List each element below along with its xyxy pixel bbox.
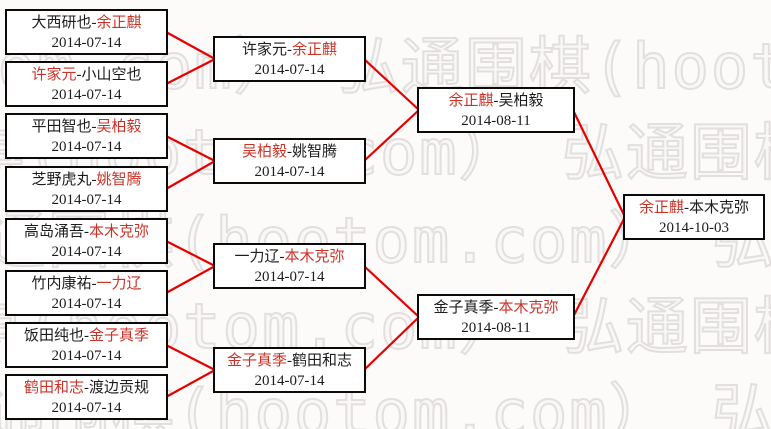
player-name: 余正麒 xyxy=(638,200,684,216)
match-box: 大西研也-余正麒 2014-07-14 xyxy=(5,9,168,55)
name-separator: - xyxy=(493,300,499,316)
connector-line xyxy=(165,160,216,190)
player-name: 本木克弥 xyxy=(689,200,750,216)
name-separator: - xyxy=(287,144,292,160)
match-date: 2014-07-14 xyxy=(51,139,122,155)
player-name: 芝野虎丸 xyxy=(31,172,92,188)
match-box: 鹤田和志-渡边贡规 2014-07-14 xyxy=(5,374,168,420)
player-name: 金子真季 xyxy=(226,353,287,369)
connector-line xyxy=(165,58,216,85)
match-date: 2014-07-14 xyxy=(254,373,325,389)
player-name: 吴柏毅 xyxy=(96,119,142,135)
name-separator: - xyxy=(91,119,97,135)
match-box: 一力辽-本木克弥 2014-07-14 xyxy=(213,243,366,289)
match-box: 余正麒-本木克弥 2014-10-03 xyxy=(623,194,765,240)
player-name: 渡边贡规 xyxy=(89,380,150,396)
player-name: 金子真季 xyxy=(433,300,494,316)
match-box: 平田智也-吴柏毅 2014-07-14 xyxy=(5,113,168,159)
name-separator: - xyxy=(279,249,285,265)
player-name: 本木克弥 xyxy=(498,300,559,316)
player-name: 许家元 xyxy=(241,42,287,58)
player-name: 一力辽 xyxy=(234,249,280,265)
name-separator: - xyxy=(84,380,89,396)
match-box: 饭田纯也-金子真季 2014-07-14 xyxy=(5,322,168,368)
match-date: 2014-08-11 xyxy=(461,113,531,129)
connector-line xyxy=(165,265,216,294)
name-separator: - xyxy=(84,224,89,240)
match-date: 2014-08-11 xyxy=(461,320,531,336)
connector-line xyxy=(363,58,420,111)
connector-line xyxy=(363,265,420,318)
connector-line xyxy=(165,31,216,60)
connector-line xyxy=(572,109,626,218)
match-date: 2014-07-14 xyxy=(51,35,122,51)
name-separator: - xyxy=(287,42,292,58)
match-date: 2014-07-14 xyxy=(51,348,122,364)
player-name: 高岛涌吾 xyxy=(23,224,84,240)
player-name: 本木克弥 xyxy=(89,224,150,240)
match-date: 2014-07-14 xyxy=(51,192,122,208)
match-box: 竹内康祐-一力辽 2014-07-14 xyxy=(5,270,168,316)
match-box: 高岛涌吾-本木克弥 2014-07-14 xyxy=(5,218,168,264)
name-separator: - xyxy=(84,328,89,344)
match-date: 2014-07-14 xyxy=(51,296,122,312)
name-separator: - xyxy=(493,93,499,109)
player-name: 平田智也 xyxy=(31,119,92,135)
player-name: 吴柏毅 xyxy=(241,144,287,160)
match-box: 许家元-小山空也 2014-07-14 xyxy=(5,61,168,107)
match-date: 2014-07-14 xyxy=(254,269,325,285)
player-name: 大西研也 xyxy=(31,15,92,31)
player-name: 本木克弥 xyxy=(284,249,345,265)
match-box: 金子真季-鹤田和志 2014-07-14 xyxy=(213,347,366,393)
player-name: 姚智腾 xyxy=(96,172,142,188)
player-name: 余正麒 xyxy=(96,15,142,31)
match-date: 2014-07-14 xyxy=(254,62,325,78)
name-separator: - xyxy=(76,67,82,83)
match-date: 2014-07-14 xyxy=(51,244,122,260)
player-name: 饭田纯也 xyxy=(23,328,84,344)
player-name: 小山空也 xyxy=(81,67,142,83)
player-name: 吴柏毅 xyxy=(498,93,544,109)
match-date: 2014-10-03 xyxy=(659,220,729,236)
name-separator: - xyxy=(287,353,292,369)
match-box: 吴柏毅-姚智腾 2014-07-14 xyxy=(213,138,366,184)
player-name: 竹内康祐 xyxy=(31,276,92,292)
connector-line xyxy=(165,135,216,162)
player-name: 余正麒 xyxy=(448,93,494,109)
connector-line xyxy=(572,216,626,318)
match-box: 芝野虎丸-姚智腾 2014-07-14 xyxy=(5,166,168,212)
connector-line xyxy=(363,109,420,162)
name-separator: - xyxy=(684,200,689,216)
player-name: 姚智腾 xyxy=(292,144,338,160)
player-name: 金子真季 xyxy=(89,328,150,344)
player-name: 一力辽 xyxy=(96,276,142,292)
name-separator: - xyxy=(91,276,97,292)
name-separator: - xyxy=(91,15,97,31)
match-box: 许家元-余正麒 2014-07-14 xyxy=(213,36,366,82)
player-name: 余正麒 xyxy=(292,42,338,58)
match-box: 余正麒-吴柏毅 2014-08-11 xyxy=(417,87,575,133)
player-name: 鹤田和志 xyxy=(292,353,353,369)
name-separator: - xyxy=(91,172,97,188)
match-date: 2014-07-14 xyxy=(254,164,325,180)
connector-line xyxy=(165,344,216,371)
connector-line xyxy=(165,240,216,267)
match-date: 2014-07-14 xyxy=(51,400,122,416)
connector-line xyxy=(363,316,420,371)
match-date: 2014-07-14 xyxy=(51,87,122,103)
player-name: 鹤田和志 xyxy=(23,380,84,396)
connector-line xyxy=(165,369,216,398)
player-name: 许家元 xyxy=(31,67,77,83)
match-box: 金子真季-本木克弥 2014-08-11 xyxy=(417,294,575,340)
